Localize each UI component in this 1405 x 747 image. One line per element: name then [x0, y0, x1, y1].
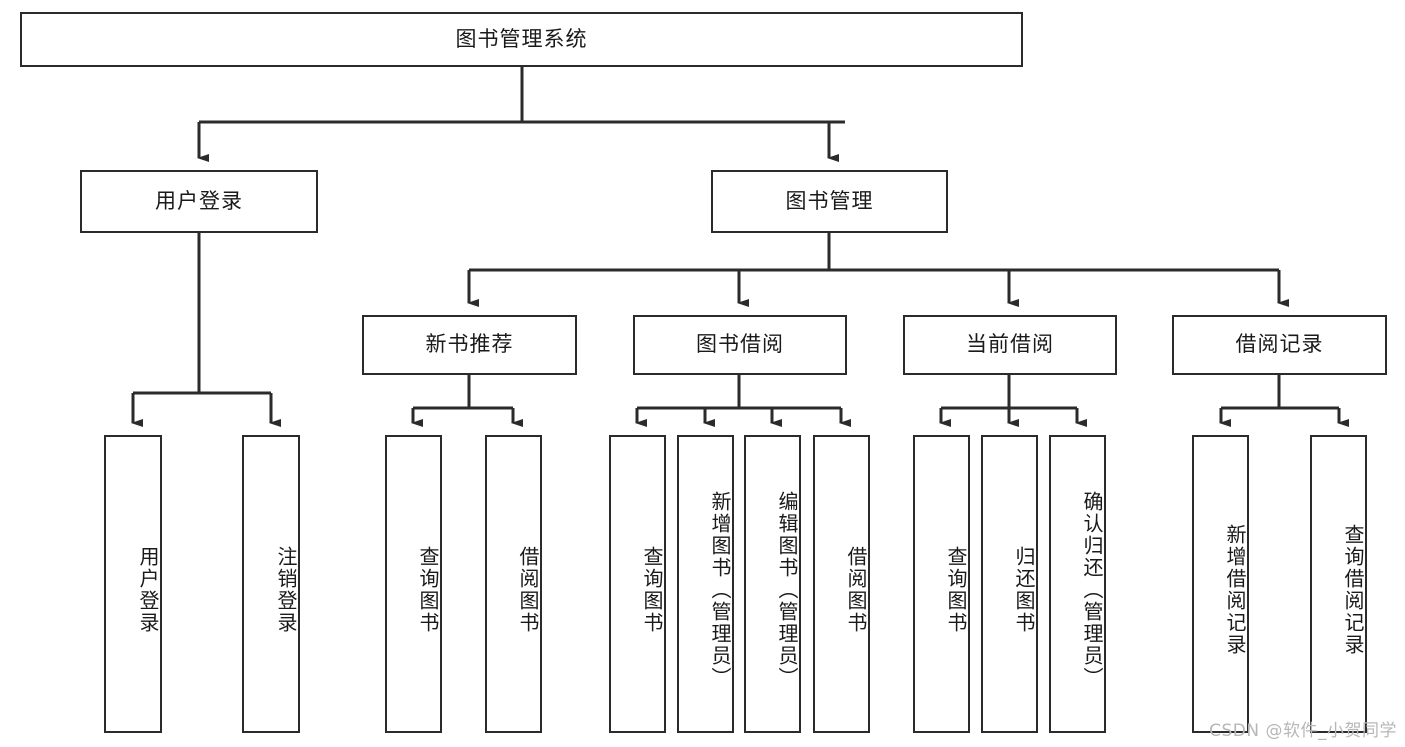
- leaf-query-borrow-record[interactable]: 查询借阅记录: [1310, 435, 1367, 733]
- leaf-borrow-book[interactable]: 借阅图书: [813, 435, 870, 733]
- node-book-borrow[interactable]: 图书借阅: [633, 315, 847, 375]
- node-label: 查询图书: [640, 546, 664, 634]
- leaf-query-book-borrow[interactable]: 查询图书: [609, 435, 666, 733]
- node-label: 新增图书（管理员）: [708, 491, 732, 689]
- leaf-user-login[interactable]: 用户登录: [104, 435, 162, 733]
- node-label: 用户登录: [136, 546, 160, 634]
- node-new-book-recommend[interactable]: 新书推荐: [362, 315, 577, 375]
- node-root-system[interactable]: 图书管理系统: [20, 12, 1023, 67]
- node-label: 借阅记录: [1235, 332, 1324, 357]
- leaf-logout-login[interactable]: 注销登录: [242, 435, 300, 733]
- leaf-edit-book-admin[interactable]: 编辑图书（管理员）: [744, 435, 801, 733]
- node-label: 查询借阅记录: [1341, 524, 1365, 656]
- node-label: 当前借阅: [966, 332, 1054, 357]
- node-label: 新增借阅记录: [1223, 524, 1247, 656]
- node-current-borrow[interactable]: 当前借阅: [903, 315, 1117, 375]
- node-label: 查询图书: [944, 546, 968, 634]
- node-label: 借阅图书: [844, 546, 868, 634]
- node-label: 确认归还（管理员）: [1080, 491, 1104, 689]
- leaf-query-book-recommend[interactable]: 查询图书: [385, 435, 442, 733]
- node-label: 新书推荐: [425, 332, 514, 357]
- node-label: 图书管理: [785, 188, 874, 213]
- node-label: 编辑图书（管理员）: [775, 491, 799, 689]
- node-label: 图书管理系统: [455, 26, 588, 51]
- watermark-text: CSDN @软件_小贺同学: [1209, 721, 1397, 741]
- node-book-management[interactable]: 图书管理: [711, 170, 948, 233]
- node-label: 图书借阅: [696, 332, 784, 357]
- node-label: 注销登录: [274, 546, 298, 634]
- node-user-login[interactable]: 用户登录: [80, 170, 318, 233]
- node-label: 借阅图书: [516, 546, 540, 634]
- leaf-add-book-admin[interactable]: 新增图书（管理员）: [677, 435, 734, 733]
- node-label: 查询图书: [416, 546, 440, 634]
- leaf-confirm-return-admin[interactable]: 确认归还（管理员）: [1049, 435, 1106, 733]
- leaf-query-book-current[interactable]: 查询图书: [913, 435, 970, 733]
- leaf-return-book[interactable]: 归还图书: [981, 435, 1038, 733]
- leaf-borrow-book-recommend[interactable]: 借阅图书: [485, 435, 542, 733]
- node-label: 用户登录: [155, 188, 243, 213]
- node-label: 归还图书: [1012, 546, 1036, 634]
- leaf-add-borrow-record[interactable]: 新增借阅记录: [1192, 435, 1249, 733]
- node-borrow-record[interactable]: 借阅记录: [1172, 315, 1387, 375]
